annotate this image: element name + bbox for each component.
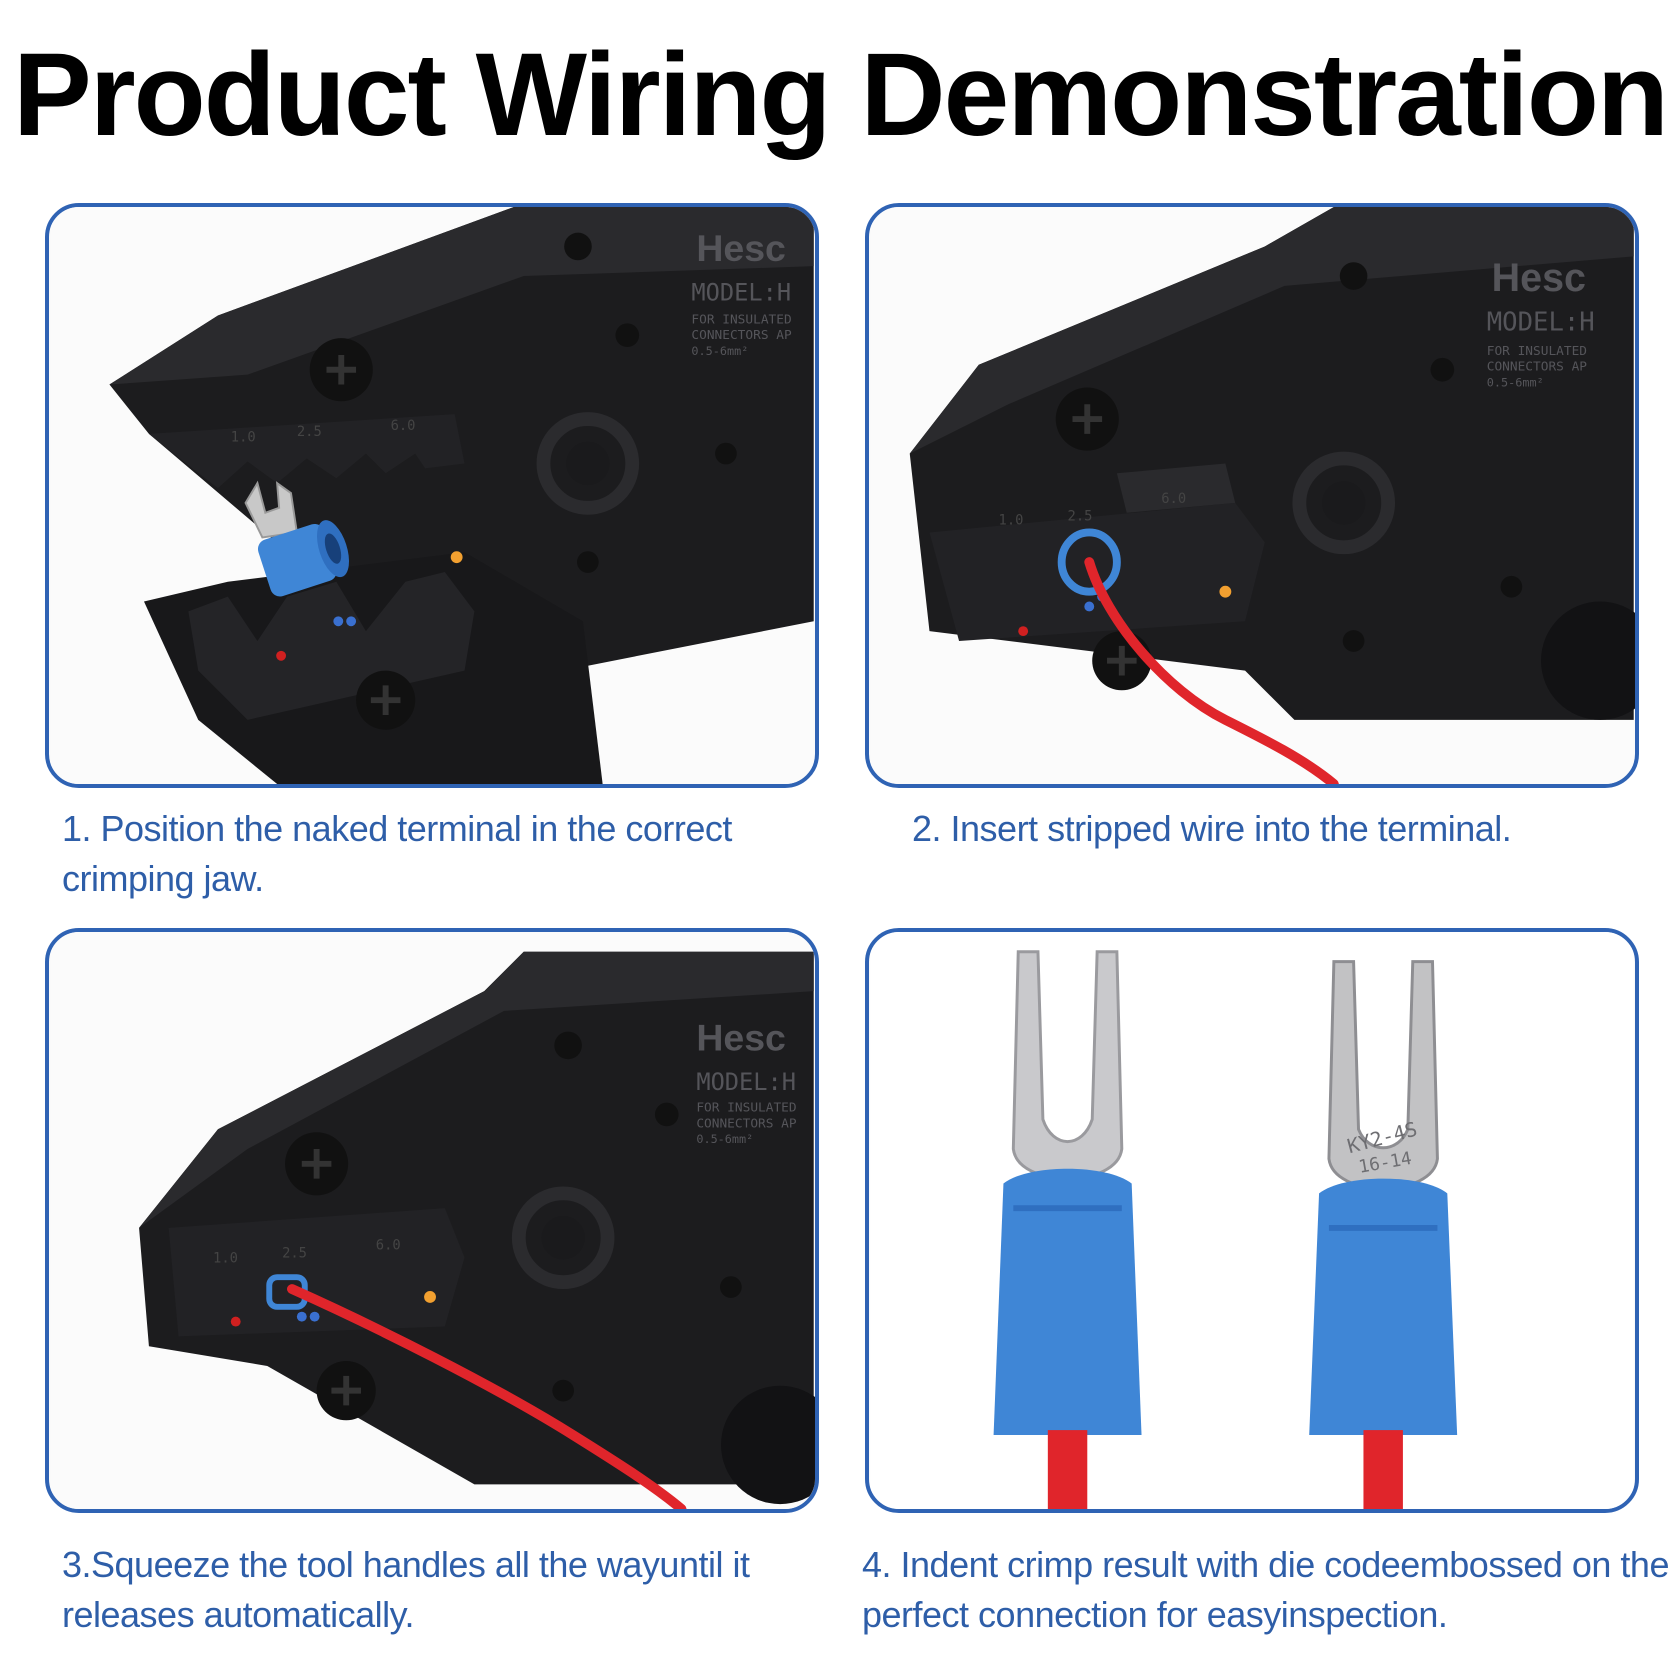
brand-text: Hesc <box>696 1016 786 1058</box>
insulated-text: FOR INSULATED <box>691 312 791 327</box>
jaw-size-3: 6.0 <box>391 418 416 434</box>
crimped-terminals-illustration: KY2-4S 16-14 <box>870 932 1634 1509</box>
brand-text: Hesc <box>1492 256 1586 300</box>
step-2-photo: Hesc MODEL:H FOR INSULATED CONNECTORS AP… <box>865 203 1639 788</box>
jaw-size-2: 2.5 <box>282 1245 307 1261</box>
connectors-text: CONNECTORS AP <box>691 328 792 343</box>
step-4-photo: KY2-4S 16-14 <box>865 928 1639 1513</box>
crimper-tool-illustration: Hesc MODEL:H FOR INSULATED CONNECTORS AP… <box>50 932 815 1509</box>
step-4-caption: 4. Indent crimp result with die codeembo… <box>862 1544 1669 1635</box>
jaw-size-3: 6.0 <box>1161 491 1186 507</box>
range-text: 0.5-6mm² <box>1487 376 1544 390</box>
model-text: MODEL:H <box>696 1068 796 1096</box>
jaw-size-3: 6.0 <box>376 1238 401 1254</box>
connectors-text: CONNECTORS AP <box>1487 360 1588 375</box>
crimper-tool-illustration: Hesc MODEL:H FOR INSULATED CONNECTORS AP… <box>50 207 814 784</box>
step-3-caption: 3.Squeeze the tool handles all the wayun… <box>62 1544 750 1635</box>
page-title: Product Wiring Demonstration <box>13 29 1669 161</box>
step-2-caption: 2. Insert stripped wire into the termina… <box>912 808 1512 849</box>
step-3-photo: Hesc MODEL:H FOR INSULATED CONNECTORS AP… <box>45 928 819 1513</box>
range-text: 0.5-6mm² <box>691 344 748 358</box>
brand-text: Hesc <box>696 227 786 269</box>
jaw-size-1: 1.0 <box>213 1250 238 1266</box>
jaw-size-2: 2.5 <box>297 424 322 440</box>
crimper-tool-illustration: Hesc MODEL:H FOR INSULATED CONNECTORS AP… <box>870 207 1635 784</box>
insulated-text: FOR INSULATED <box>1487 344 1587 359</box>
model-text: MODEL:H <box>691 279 791 307</box>
jaw-size-1: 1.0 <box>999 513 1024 529</box>
connectors-text: CONNECTORS AP <box>696 1116 797 1131</box>
insulated-text: FOR INSULATED <box>696 1101 796 1116</box>
step-1-photo: Hesc MODEL:H FOR INSULATED CONNECTORS AP… <box>45 203 819 788</box>
jaw-size-2: 2.5 <box>1068 509 1093 525</box>
jaw-size-1: 1.0 <box>231 430 256 446</box>
model-text: MODEL:H <box>1487 307 1595 337</box>
step-1-caption: 1. Position the naked terminal in the co… <box>62 808 732 899</box>
range-text: 0.5-6mm² <box>696 1132 753 1146</box>
